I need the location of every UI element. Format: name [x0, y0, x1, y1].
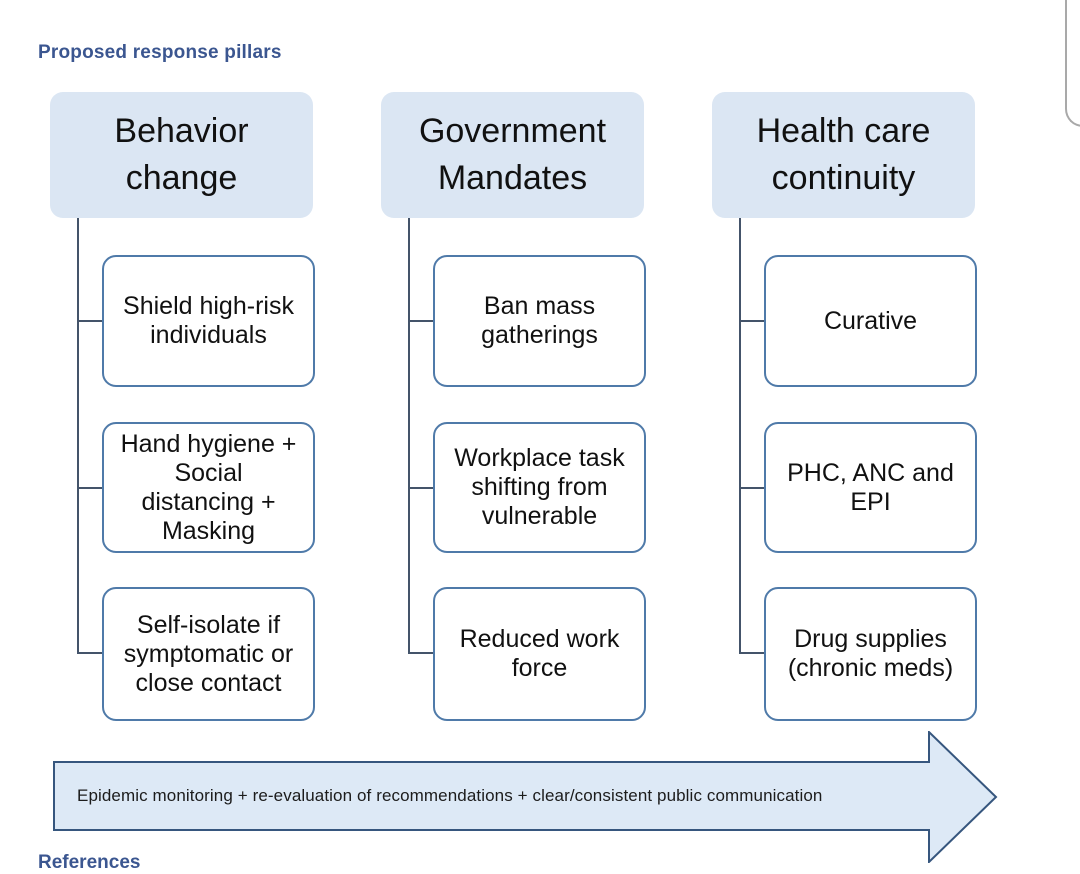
connector-elbow	[77, 487, 103, 489]
connector-elbow	[739, 652, 765, 654]
pillar-title: Health care continuity	[756, 112, 931, 197]
scrollbar-thumb[interactable]	[1065, 0, 1080, 127]
process-arrow: Epidemic monitoring + re-evaluation of r…	[53, 731, 998, 863]
node-box: Self-isolate if symptomatic or close con…	[102, 587, 315, 721]
right-arrow-shape	[53, 731, 998, 863]
connector-elbow	[408, 487, 434, 489]
page-title: Proposed response pillars	[38, 42, 282, 63]
pillar-title: Government Mandates	[418, 112, 607, 197]
connector-vertical-line	[77, 218, 79, 654]
node-label: Hand hygiene + Social distancing + Maski…	[120, 429, 297, 545]
pillar-title: Behavior change	[114, 112, 249, 197]
connector-elbow	[739, 320, 765, 322]
pillar-behavior-change: Behavior change Shield high-risk individ…	[50, 92, 316, 732]
node-box: Reduced work force	[433, 587, 646, 721]
node-box: Curative	[764, 255, 977, 387]
connector-elbow	[408, 320, 434, 322]
node-label: Drug supplies (chronic meds)	[787, 625, 954, 682]
connector-vertical-line	[408, 218, 410, 654]
connector-elbow	[739, 487, 765, 489]
node-label: Workplace task shifting from vulnerable	[454, 444, 625, 530]
node-label: Curative	[823, 306, 918, 335]
pillar-header-box: Health care continuity	[712, 92, 975, 218]
connector-elbow	[408, 652, 434, 654]
node-label: Reduced work force	[459, 625, 620, 682]
node-box: Shield high-risk individuals	[102, 255, 315, 387]
pillar-health-care-continuity: Health care continuity Curative PHC, ANC…	[712, 92, 978, 732]
node-box: Drug supplies (chronic meds)	[764, 587, 977, 721]
node-label: Ban mass gatherings	[481, 292, 598, 349]
connector-vertical-line	[739, 218, 741, 654]
node-box: Hand hygiene + Social distancing + Maski…	[102, 422, 315, 553]
pillar-header-box: Behavior change	[50, 92, 313, 218]
connector-elbow	[77, 652, 103, 654]
connector-elbow	[77, 320, 103, 322]
section-heading-references: References	[38, 852, 141, 873]
node-box: PHC, ANC and EPI	[764, 422, 977, 553]
node-label: Shield high-risk individuals	[123, 292, 294, 349]
pillar-header-box: Government Mandates	[381, 92, 644, 218]
node-box: Ban mass gatherings	[433, 255, 646, 387]
node-label: PHC, ANC and EPI	[787, 458, 954, 516]
arrow-label: Epidemic monitoring + re-evaluation of r…	[77, 786, 823, 805]
node-box: Workplace task shifting from vulnerable	[433, 422, 646, 553]
node-label: Self-isolate if symptomatic or close con…	[123, 610, 294, 697]
pillar-government-mandates: Government Mandates Ban mass gatherings …	[381, 92, 647, 732]
